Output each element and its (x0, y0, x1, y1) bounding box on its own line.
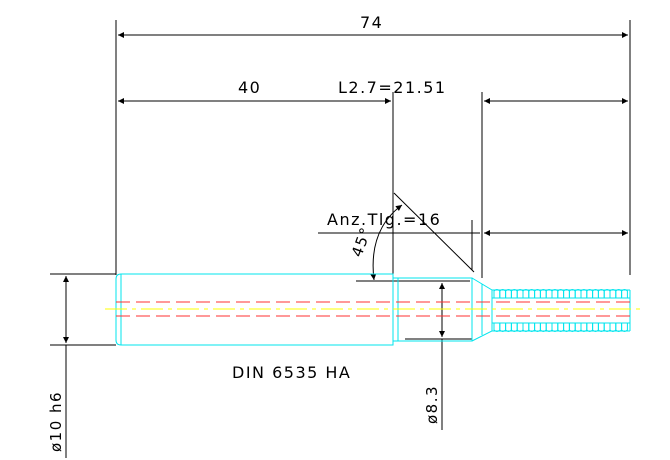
thread-tooth-bottom (621, 323, 628, 332)
thread-tooth-top (580, 289, 588, 298)
thread-tooth-top (522, 289, 530, 298)
thread-tooth-top (603, 289, 611, 298)
thread-tooth-bottom (615, 323, 623, 332)
thread-tooth-top (568, 289, 576, 298)
thread-tooth-bottom (516, 323, 524, 332)
thread-tooth-top (539, 289, 547, 298)
thread-tooth-bottom (493, 323, 501, 332)
dimension-text-shank: 40 (238, 78, 261, 97)
chamfer-diagonal-line (393, 192, 475, 273)
thread-tooth-top (528, 289, 536, 298)
thread-tooth-bottom (499, 323, 507, 332)
thread-tooth-bottom (545, 323, 553, 332)
thread-tooth-bottom (597, 323, 605, 332)
thread-teeth (493, 289, 628, 332)
thread-tooth-bottom (563, 323, 570, 332)
thread-tooth-bottom (510, 323, 518, 332)
thread-tooth-top (505, 289, 512, 298)
thread-tooth-bottom (609, 323, 617, 332)
dimension-text-thread-length: L2.7=21.51 (338, 78, 447, 97)
thread-tooth-bottom (539, 323, 547, 332)
thread-tooth-bottom (551, 323, 559, 332)
thread-tooth-top (609, 289, 617, 298)
dimension-text-thread-count: Anz.Tlg.=16 (327, 210, 441, 229)
angle-arc (370, 204, 403, 281)
thread-tooth-top (516, 289, 524, 298)
thread-tooth-top (551, 289, 559, 298)
dimension-text-overall: 74 (360, 13, 383, 32)
thread-tooth-top (510, 289, 518, 298)
standard-label: DIN 6535 HA (232, 363, 351, 382)
thread-tooth-bottom (534, 323, 541, 332)
thread-tooth-bottom (557, 323, 565, 332)
dimension-text-dia83: ø8.3 (423, 385, 441, 424)
hidden-and-center-lines (105, 301, 640, 317)
thread-tooth-top (493, 289, 501, 298)
dimension-text-angle: 45° (348, 224, 376, 259)
part-outline (115, 273, 631, 346)
dimension-lines (50, 20, 631, 458)
thread-tooth-top (557, 289, 565, 298)
thread-tooth-bottom (568, 323, 576, 332)
thread-tooth-top (586, 289, 594, 298)
thread-tooth-bottom (580, 323, 588, 332)
thread-tooth-bottom (586, 323, 594, 332)
thread-tooth-bottom (522, 323, 530, 332)
thread-tooth-bottom (574, 323, 582, 332)
thread-tooth-bottom (505, 323, 512, 332)
thread-tooth-bottom (528, 323, 536, 332)
dimension-text-dia10: ø10 h6 (47, 391, 65, 452)
thread-tooth-bottom (603, 323, 611, 332)
thread-tooth-top (545, 289, 553, 298)
thread-tooth-top (615, 289, 623, 298)
thread-tooth-top (597, 289, 605, 298)
thread-tooth-top (499, 289, 507, 298)
thread-tooth-top (534, 289, 541, 298)
thread-tooth-top (574, 289, 582, 298)
thread-tooth-top (563, 289, 570, 298)
thread-tooth-bottom (592, 323, 599, 332)
thread-tooth-top (592, 289, 599, 298)
thread-tooth-top (621, 289, 628, 298)
